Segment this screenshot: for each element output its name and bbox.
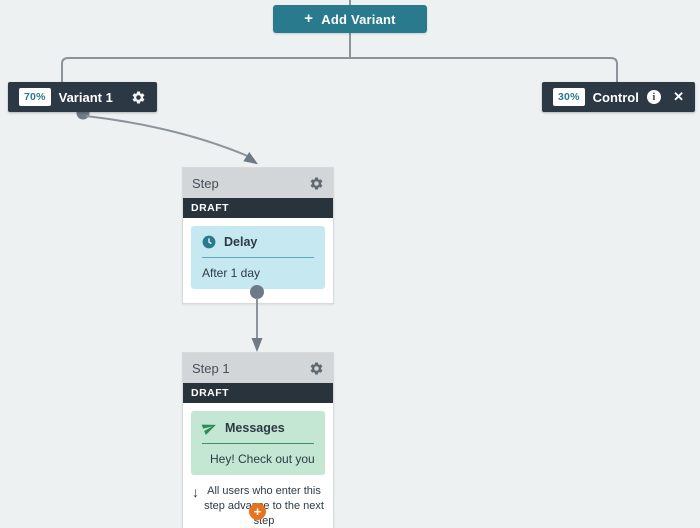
step1-card: Step 1 DRAFT Messages Hey! Check out you… [182,352,334,528]
add-variant-button[interactable]: + Add Variant [273,5,427,33]
plus-icon: + [304,10,314,27]
control-node[interactable]: 30% Control i ✕ [542,82,695,112]
step-card-header: Step [183,168,333,198]
clock-icon [202,235,216,249]
step1-card-body: Messages Hey! Check out your… ↓ All user… [183,403,333,528]
plus-icon: + [253,504,262,519]
message-preview-text: Hey! Check out your… [210,452,314,466]
control-percent-badge: 30% [553,88,585,106]
step1-card-header: Step 1 [183,353,333,383]
delay-action-label: Delay [224,235,258,249]
step-card-body: Delay After 1 day [183,218,333,303]
gear-icon[interactable] [309,361,324,376]
messages-action-title-row: Messages [201,420,314,436]
variant-node[interactable]: 70% Variant 1 [8,82,157,112]
message-preview-row: Hey! Check out your… [202,452,314,466]
gear-icon[interactable] [131,90,146,105]
arrowhead-step1 [251,338,263,352]
info-icon[interactable]: i [646,90,661,104]
step-card: Step DRAFT Delay After 1 day [182,167,334,304]
add-step-button[interactable]: + [249,503,266,520]
variant-percent-badge: 70% [19,88,51,106]
connector-curve [85,115,251,158]
down-arrow-icon: ↓ [192,484,199,500]
delay-action-box[interactable]: Delay After 1 day [191,226,325,289]
messages-action-label: Messages [225,420,285,435]
step-status-badge: DRAFT [183,198,333,218]
messages-action-box[interactable]: Messages Hey! Check out your… [191,411,325,475]
delay-detail: After 1 day [202,266,261,280]
step1-card-title: Step 1 [192,360,230,376]
gear-icon[interactable] [309,176,324,191]
variant-label: Variant 1 [58,89,113,105]
connector-branch [61,57,618,82]
send-icon [201,424,216,436]
step-card-title: Step [192,175,219,191]
advance-note-line1: All users who enter this step [204,485,321,512]
action-divider [202,257,314,258]
advance-note-line2: advance to the next step [227,500,324,527]
step1-status-badge: DRAFT [183,383,333,403]
add-variant-label: Add Variant [321,11,396,27]
control-label: Control [592,89,639,105]
close-icon[interactable]: ✕ [673,89,684,104]
action-divider [202,443,314,444]
delay-action-title-row: Delay [202,235,314,249]
